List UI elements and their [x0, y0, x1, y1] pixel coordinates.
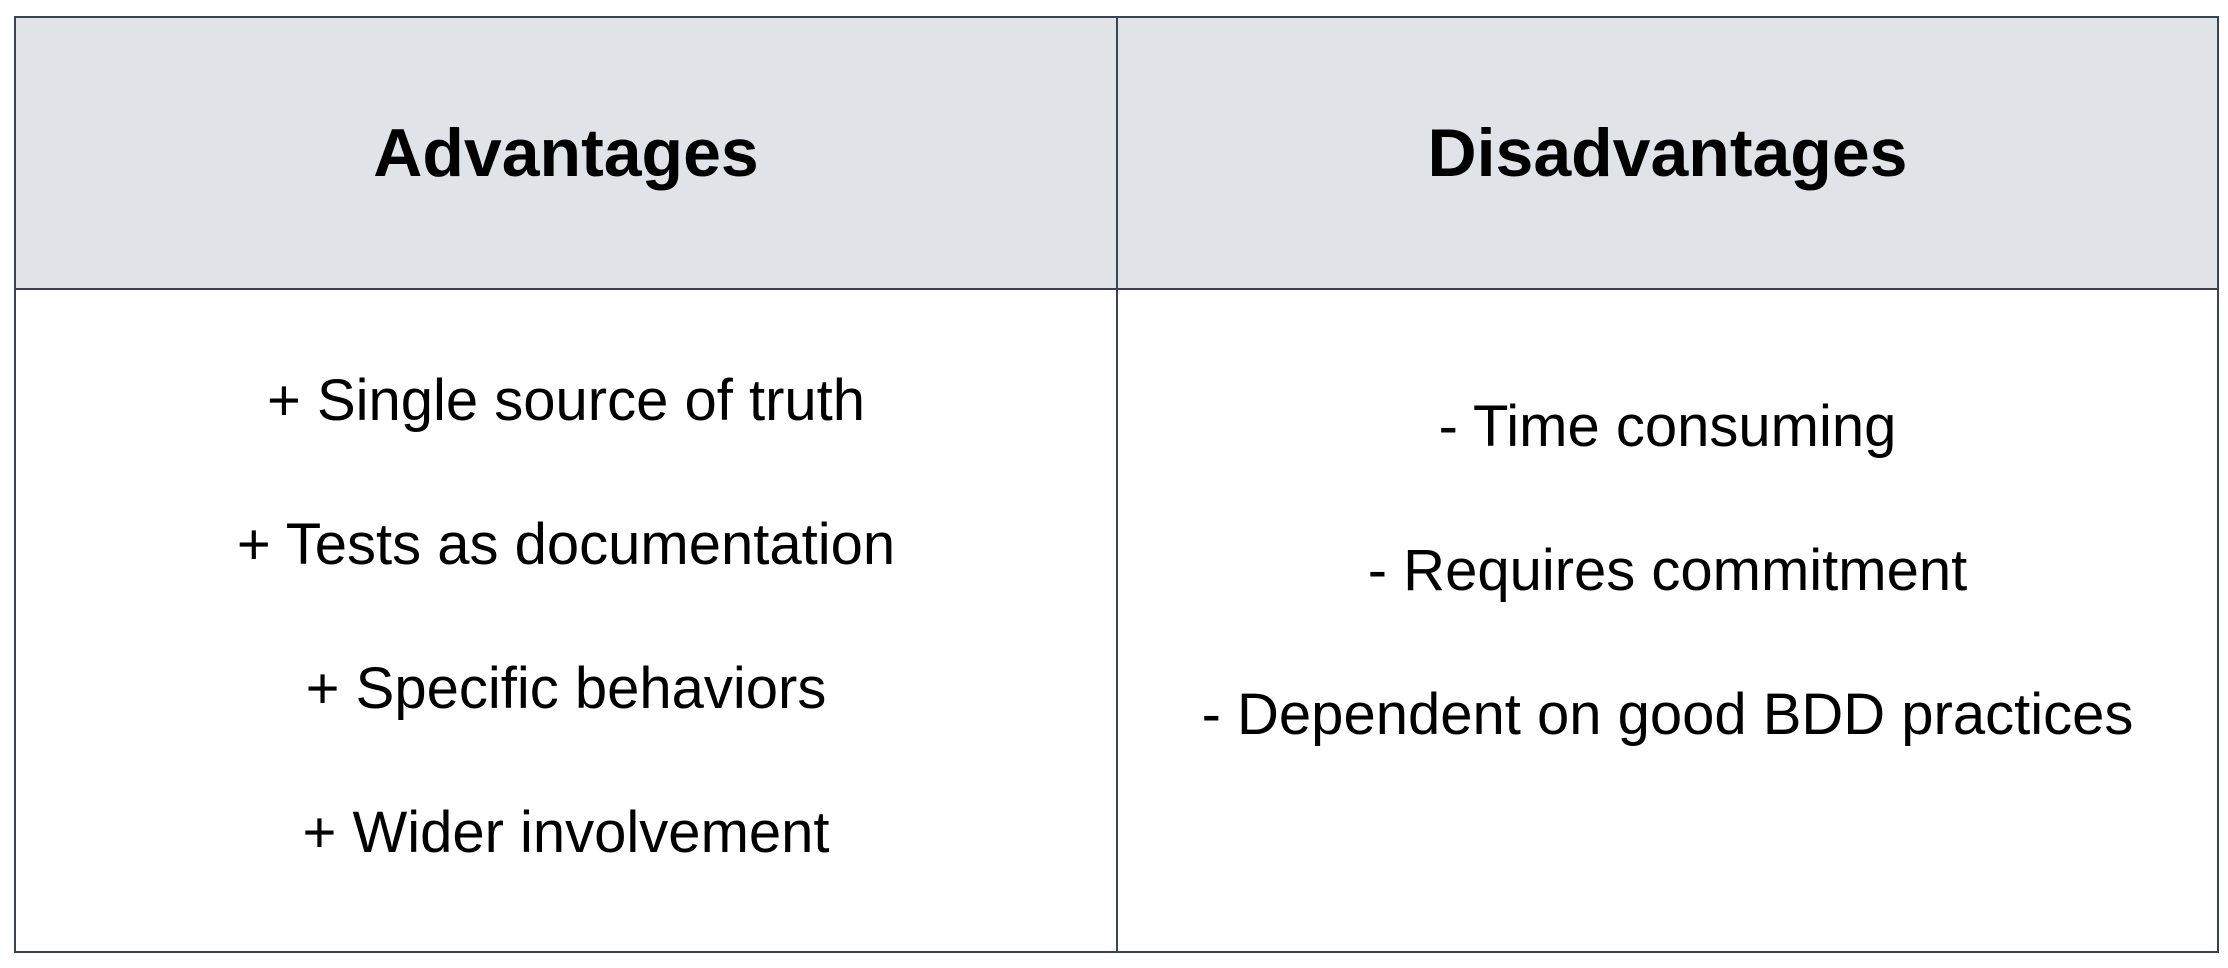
disadvantages-heading: Disadvantages: [1118, 18, 2217, 290]
advantage-item: + Single source of truth: [266, 367, 866, 433]
advantage-item: + Wider involvement: [302, 799, 830, 865]
advantages-list: + Single source of truth + Tests as docu…: [16, 290, 1118, 951]
advantage-item: + Specific behaviors: [305, 655, 827, 721]
advantages-heading: Advantages: [16, 18, 1118, 290]
disadvantage-item: - Requires commitment: [1367, 537, 1968, 603]
disadvantage-item: - Dependent on good BDD practices: [1201, 681, 2134, 747]
comparison-table: Advantages Disadvantages + Single source…: [14, 16, 2219, 953]
disadvantages-list: - Time consuming - Requires commitment -…: [1118, 290, 2217, 951]
disadvantage-item: - Time consuming: [1438, 393, 1897, 459]
advantage-item: + Tests as documentation: [236, 511, 896, 577]
